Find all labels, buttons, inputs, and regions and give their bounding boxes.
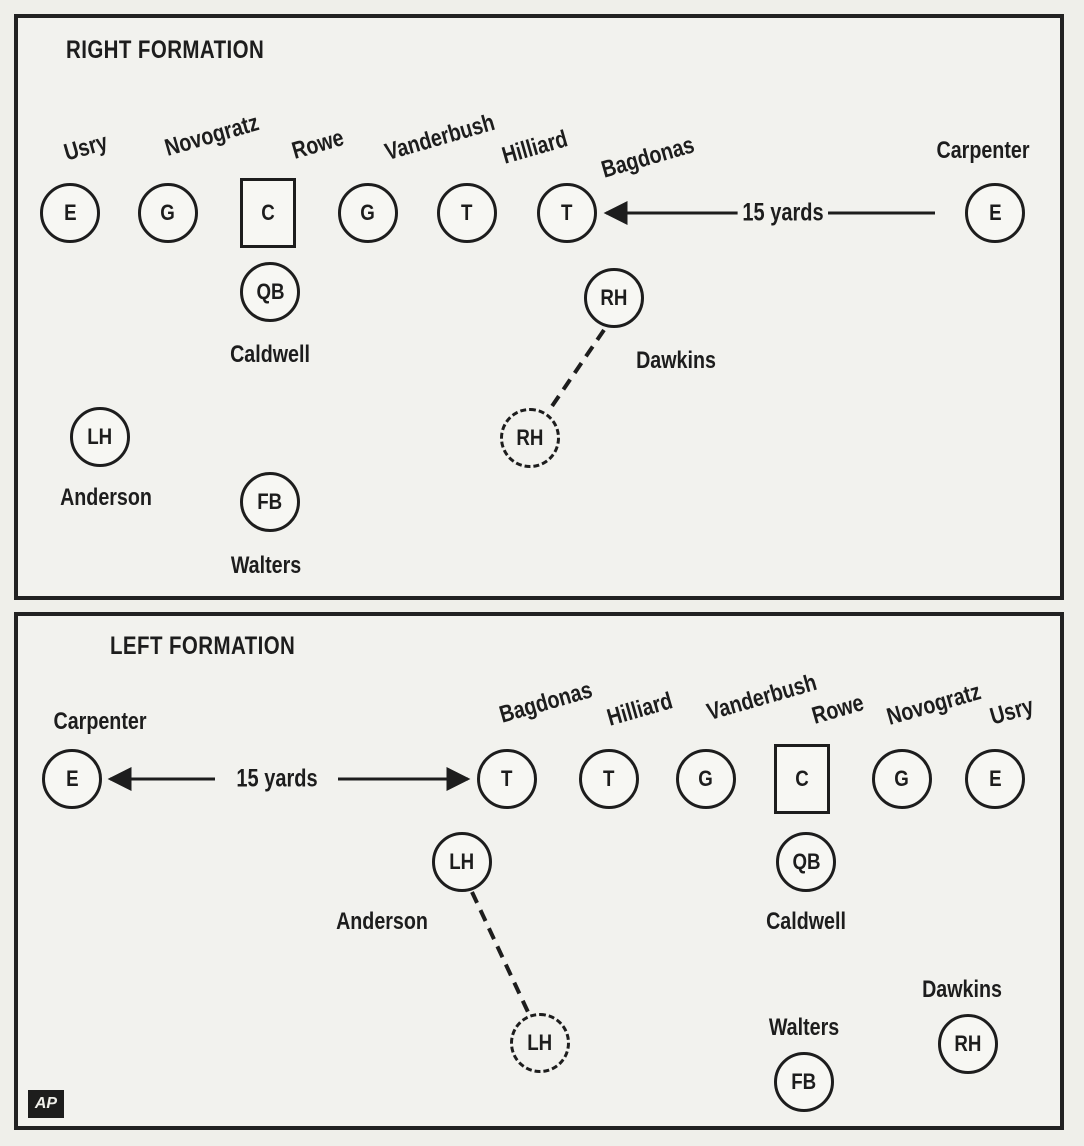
player-center: C	[240, 178, 296, 248]
player-guard-right-2: G	[872, 749, 932, 809]
right-formation-title: RIGHT FORMATION	[66, 36, 265, 64]
player-left-halfback-2: LH	[432, 832, 492, 892]
right-formation-panel	[14, 14, 1064, 600]
player-quarterback-2: QB	[776, 832, 836, 892]
player-tackle-right: T	[537, 183, 597, 243]
player-guard-left-2: G	[676, 749, 736, 809]
ap-logo: AP	[28, 1090, 64, 1118]
player-name-caldwell-2: Caldwell	[766, 908, 846, 935]
left-formation-title: LEFT FORMATION	[110, 632, 296, 660]
player-name-carpenter-2: Carpenter	[53, 708, 147, 735]
player-end-left: E	[40, 183, 100, 243]
player-tackle-left-2: T	[477, 749, 537, 809]
player-right-halfback: RH	[584, 268, 644, 328]
player-left-halfback: LH	[70, 407, 130, 467]
player-end-split: E	[965, 183, 1025, 243]
player-end-split-2: E	[42, 749, 102, 809]
player-name-carpenter: Carpenter	[936, 137, 1030, 164]
player-name-walters-2: Walters	[768, 1014, 840, 1041]
player-name-walters: Walters	[230, 552, 302, 579]
player-name-dawkins-2: Dawkins	[922, 976, 1002, 1003]
player-name-caldwell: Caldwell	[230, 341, 310, 368]
player-left-halfback-motion: LH	[510, 1013, 570, 1073]
split-distance-label: 15 yards	[737, 198, 829, 228]
player-fullback-2: FB	[774, 1052, 834, 1112]
player-fullback: FB	[240, 472, 300, 532]
player-right-halfback-2: RH	[938, 1014, 998, 1074]
player-quarterback: QB	[240, 262, 300, 322]
player-tackle-left: T	[437, 183, 497, 243]
player-name-anderson: Anderson	[60, 484, 152, 511]
player-name-dawkins: Dawkins	[636, 347, 716, 374]
player-guard-right: G	[338, 183, 398, 243]
player-tackle-right-2: T	[579, 749, 639, 809]
player-center-2: C	[774, 744, 830, 814]
split-distance-label-2: 15 yards	[231, 764, 323, 794]
player-right-halfback-motion: RH	[500, 408, 560, 468]
player-guard-left: G	[138, 183, 198, 243]
player-name-anderson-2: Anderson	[336, 908, 428, 935]
player-end-right-2: E	[965, 749, 1025, 809]
